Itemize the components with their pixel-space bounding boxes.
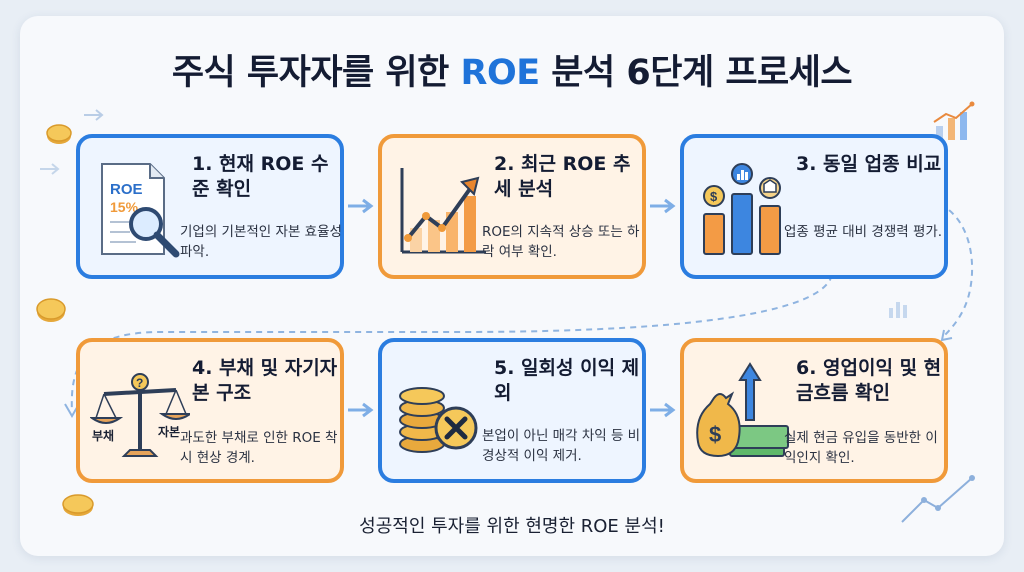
roe-document-magnifier-icon: ROE 15% [101, 163, 180, 258]
flow-arrow [348, 198, 374, 214]
svg-text:?: ? [136, 376, 143, 390]
mini-bars-icon [889, 302, 907, 318]
flow-arrow [650, 198, 676, 214]
footer-tagline: 성공적인 투자를 위한 현명한 ROE 분석! [359, 516, 665, 537]
flow-arrow [348, 402, 374, 418]
step-title: 1. 현재 ROE 수준 확인 [192, 153, 329, 200]
dashed-connector-right [939, 203, 974, 342]
money-bag-cashflow-icon: $ [696, 362, 789, 458]
step-description: 본업이 아닌 매각 차익 등 비경상적 이익 제거. [482, 428, 641, 464]
step-description: 실제 현금 유입을 동반한 이익인지 확인. [784, 430, 938, 466]
svg-text:ROE: ROE [110, 181, 143, 198]
title-highlight: ROE [460, 53, 541, 93]
svg-text:부채: 부채 [92, 428, 114, 443]
page-title: 주식 투자자를 위한 ROE 분석 6단계 프로세스 [171, 53, 853, 93]
step-title: 3. 동일 업종 비교 [796, 153, 942, 175]
step-title: 4. 부채 및 자기자본 구조 [192, 357, 338, 404]
mini-chart-icon [933, 101, 975, 140]
svg-text:자본: 자본 [158, 424, 180, 439]
step-card-1: ROE 15% 1. 현재 ROE 수준 확인 기업의 기본적인 자본 효율성 … [76, 134, 344, 279]
step-title: 2. 최근 ROE 추세 분석 [494, 153, 631, 200]
step-title: 5. 일회성 이익 제외 [494, 357, 640, 404]
rising-trend-chart-icon [400, 168, 486, 254]
step-card-2: 2. 최근 ROE 추세 분석 ROE의 지속적 상승 또는 하락 여부 확인. [378, 134, 646, 279]
flow-arrow [650, 402, 676, 418]
step-description: 업종 평균 대비 경쟁력 평가. [784, 224, 943, 240]
industry-comparison-bars-icon: $ [703, 163, 781, 255]
step-description: ROE의 지속적 상승 또는 하락 여부 확인. [482, 224, 640, 260]
debt-equity-scale-icon: ? 부채 자본 [90, 373, 190, 457]
coin-icon [46, 124, 72, 144]
arrow-right-icon [40, 163, 60, 175]
svg-text:15%: 15% [110, 199, 139, 215]
step-card-3: $ 3. 동일 업종 비교 업종 평균 대비 경쟁력 평가. [680, 134, 948, 279]
step-description: 과도한 부채로 인한 ROE 착시 현상 경계. [180, 430, 338, 466]
step-card-5: 5. 일회성 이익 제외 본업이 아닌 매각 차익 등 비경상적 이익 제거. [378, 338, 646, 483]
step-description: 기업의 기본적인 자본 효율성 파악. [180, 224, 342, 260]
step-card-6: $ 6. 영업이익 및 현금흐름 확인 실제 현금 유입을 동반한 이익인지 확… [680, 338, 948, 483]
coin-stack-remove-icon [399, 387, 478, 453]
coin-icon [36, 298, 66, 322]
step-title: 6. 영업이익 및 현금흐름 확인 [796, 357, 942, 404]
trend-line-icon [901, 475, 975, 523]
arrow-right-icon [84, 109, 104, 121]
svg-text:$: $ [709, 422, 721, 447]
svg-text:$: $ [710, 189, 718, 204]
step-card-4: ? 부채 자본 4. 부채 및 자기자본 구조 과도한 부채로 인한 ROE 착… [76, 338, 344, 483]
coin-icon [62, 494, 94, 516]
